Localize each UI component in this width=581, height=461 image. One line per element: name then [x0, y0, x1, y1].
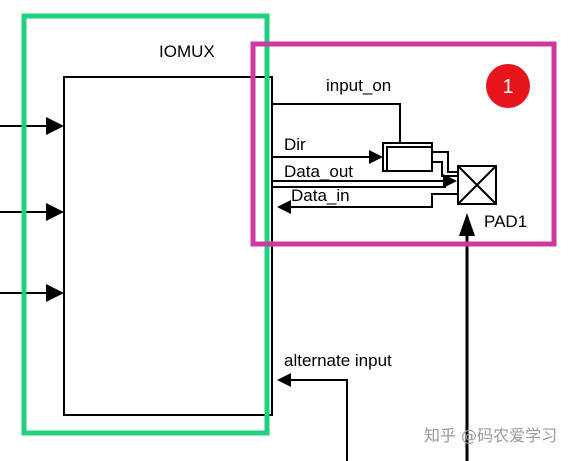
left-input-arrows	[0, 117, 64, 302]
input-on-label: input_on	[326, 76, 391, 95]
data-out-label: Data_out	[284, 162, 353, 181]
input-on-wire	[272, 103, 401, 143]
data-in-label: Data_in	[291, 186, 350, 205]
alternate-input-label: alternate input	[284, 351, 392, 370]
pad-label: PAD1	[484, 212, 527, 231]
pad-symbol	[457, 165, 497, 205]
pad-highlight-box	[250, 41, 557, 247]
watermark: 知乎 @码农爱学习	[424, 426, 557, 445]
iomux-highlight-box	[21, 13, 270, 436]
pad-up-arrow	[459, 213, 475, 236]
data-out-wire	[272, 174, 457, 188]
dir-label: Dir	[284, 135, 306, 154]
buffer-to-pad-wires	[432, 151, 458, 177]
buffer-box	[382, 142, 433, 172]
callout-number: 1	[502, 76, 513, 98]
callout-circle	[486, 64, 530, 108]
dir-wire	[272, 150, 383, 164]
iomux-block	[63, 76, 273, 416]
iomux-label: IOMUX	[159, 42, 215, 61]
alternate-input-wire	[277, 373, 348, 461]
data-in-wire	[277, 193, 458, 214]
